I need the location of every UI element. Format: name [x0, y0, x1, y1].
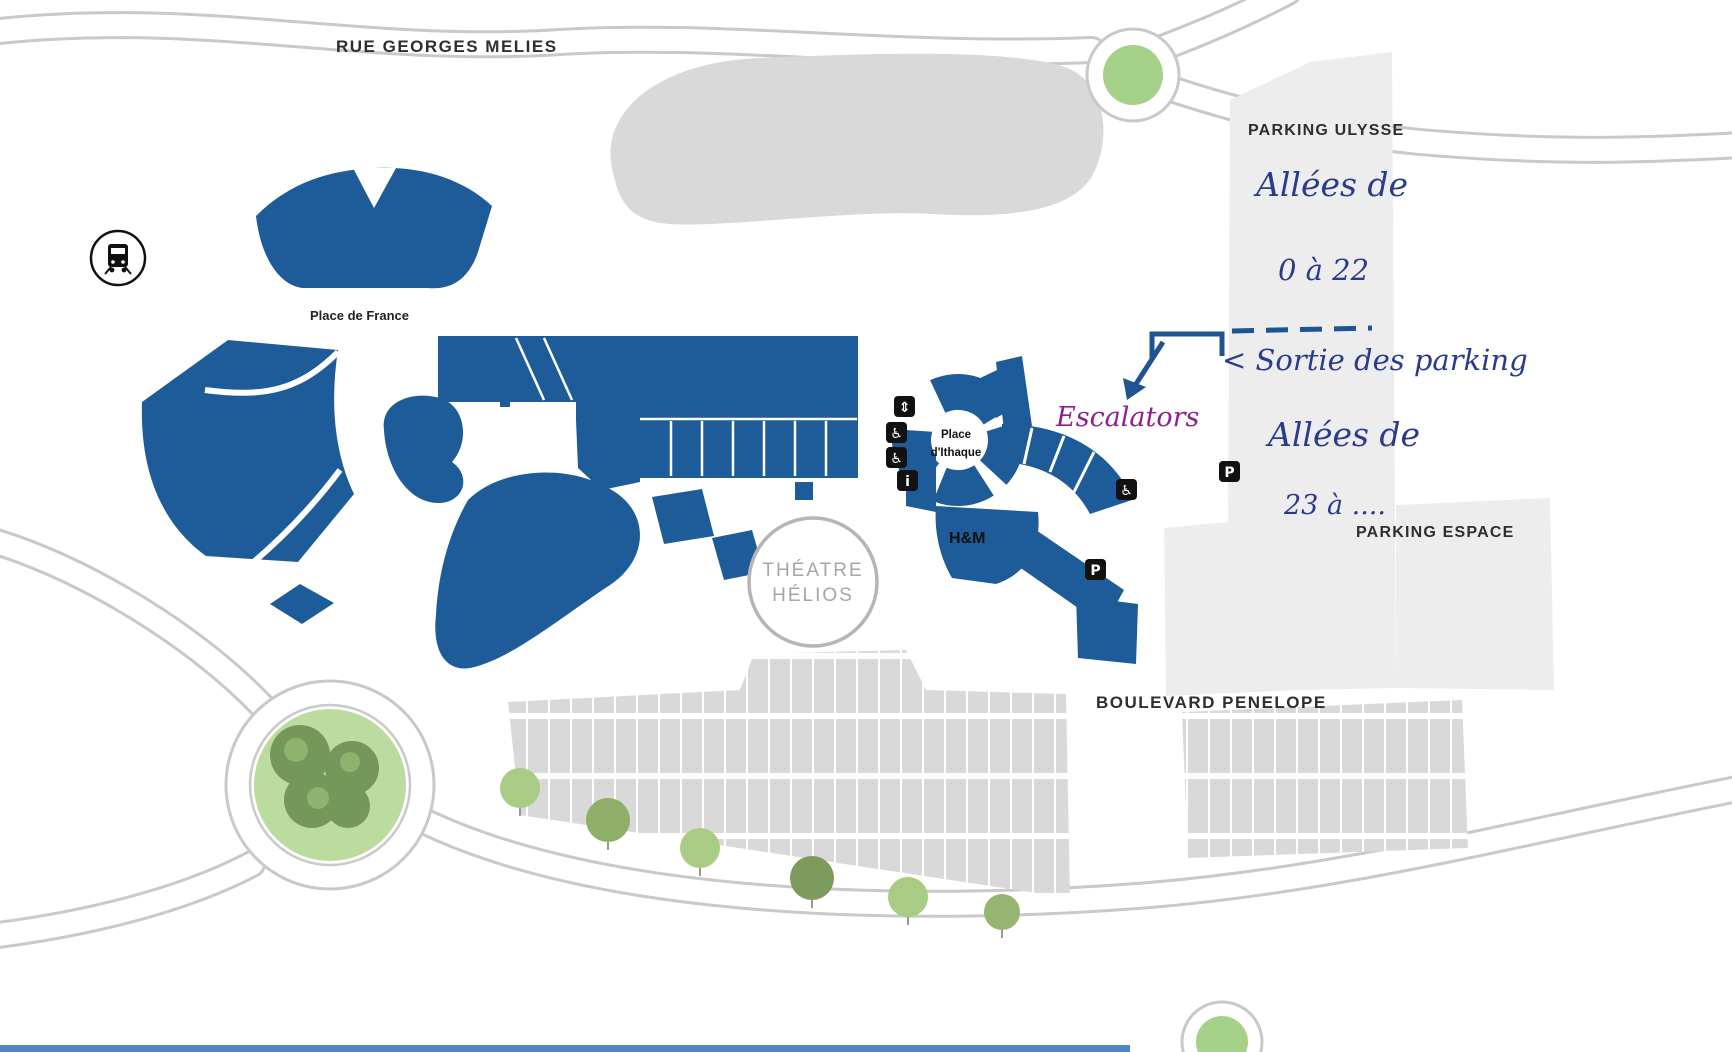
store-label-hm: H&M — [949, 530, 985, 547]
svg-text:♿: ♿ — [890, 451, 903, 467]
building-dot-square — [795, 482, 813, 500]
building-strip-a — [652, 489, 714, 544]
parking-label-espace: PARKING ESPACE — [1356, 524, 1514, 541]
elevator-icon: ⇕ — [894, 396, 915, 417]
roads-fill — [0, 0, 1732, 936]
street-label-rue-georges-melies: RUE GEORGES MELIES — [336, 37, 558, 56]
svg-text:♿: ♿ — [1120, 483, 1133, 499]
roundabout-southwest — [224, 679, 436, 891]
theatre-label-line2: HÉLIOS — [772, 585, 854, 606]
roundabout-northeast — [1085, 27, 1181, 123]
mall-buildings — [141, 167, 1138, 669]
roundabout-southeast — [1180, 1000, 1264, 1052]
building-divider-lines — [204, 168, 1096, 568]
place-ithaque: Place d'Ithaque — [931, 413, 985, 467]
escalators-arrowhead — [1123, 378, 1146, 400]
annotation-allees-top-1: Allées de — [1253, 165, 1408, 204]
annotations: Allées de 0 à 22 < Sortie des parking Al… — [1222, 165, 1528, 521]
building-southeast-block — [1076, 596, 1138, 664]
parking-icon: P — [1219, 461, 1240, 482]
annotation-allees-top-2: 0 à 22 — [1278, 253, 1369, 287]
annotation-escalators: Escalators — [1055, 402, 1199, 433]
annotation-allees-bottom-1: Allées de — [1265, 415, 1420, 454]
place-ithaque-label-line2: d'Ithaque — [931, 447, 982, 459]
south-parking-lot — [508, 650, 1070, 898]
building-diamond — [270, 584, 334, 624]
building-central — [438, 336, 858, 478]
tree-row — [500, 768, 1020, 938]
bottom-blue-strip — [0, 1045, 1130, 1052]
annotation-allees-bottom-2: 23 à .... — [1283, 490, 1386, 521]
parking-label-ulysse: PARKING ULYSSE — [1248, 122, 1404, 139]
place-label-place-de-france: Place de France — [310, 308, 409, 323]
east-parking-structure — [1164, 52, 1396, 696]
southeast-parking-lot — [1182, 700, 1468, 858]
place-ithaque-label-line1: Place — [941, 429, 971, 441]
wheelchair-icon: ♿ — [886, 422, 907, 443]
train-station-icon — [89, 229, 147, 287]
building-west — [141, 340, 354, 562]
annotation-sortie-parking: < Sortie des parking — [1222, 343, 1528, 377]
north-gray-structure — [610, 53, 1104, 225]
theatre-label-line1: THÉATRE — [762, 560, 863, 581]
wheelchair-icon: ♿ — [886, 447, 907, 468]
info-icon: i — [897, 470, 918, 491]
building-ithaque-west — [906, 430, 936, 512]
svg-text:i: i — [905, 474, 910, 490]
annotation-lines — [1133, 325, 1373, 386]
svg-text:P: P — [1224, 465, 1234, 481]
theatre-helios: THÉATRE HÉLIOS — [747, 516, 879, 648]
building-teardrop — [435, 472, 640, 669]
building-small-annex — [500, 397, 510, 407]
building-arc-northwest — [256, 167, 492, 289]
svg-text:P: P — [1090, 563, 1100, 579]
building-ithaque-northeast — [996, 356, 1032, 430]
street-label-boulevard-penelope: BOULEVARD PENELOPE — [1096, 693, 1327, 712]
building-central-annex — [576, 420, 640, 490]
parking-icon: P — [1085, 559, 1106, 580]
east-parking-structure-extension — [1396, 498, 1554, 690]
wheelchair-icon: ♿ — [1116, 479, 1137, 500]
svg-text:♿: ♿ — [890, 426, 903, 442]
building-hm — [935, 506, 1039, 584]
svg-text:⇕: ⇕ — [899, 400, 911, 416]
building-ithaque-east-band — [1002, 424, 1132, 514]
amenity-icons: ⇕ ♿ ♿ i ♿ P P — [886, 396, 1240, 580]
building-mid-small — [383, 395, 464, 504]
